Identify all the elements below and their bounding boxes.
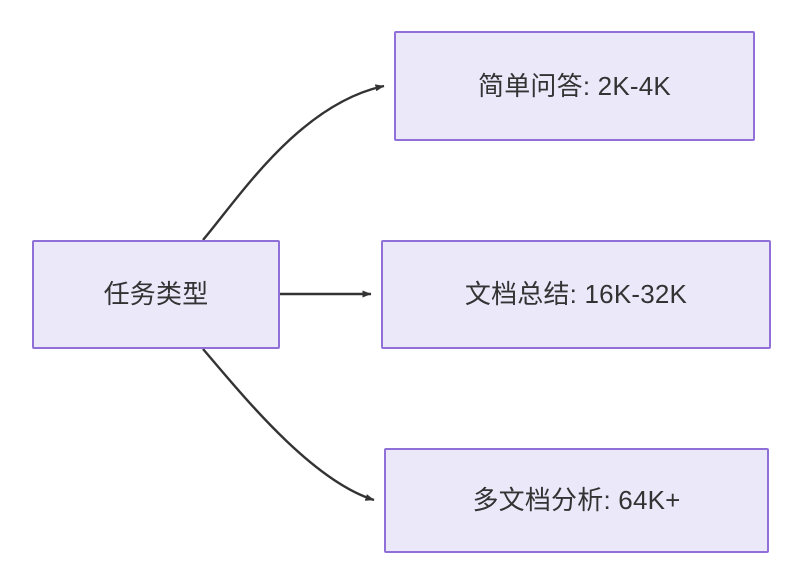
edge-root-to-simple [202,84,385,241]
node-document-summary[interactable]: 文档总结: 16K-32K [381,240,771,349]
node-label: 多文档分析: 64K+ [472,485,681,516]
node-task-type[interactable]: 任务类型 [32,240,280,349]
node-multi-document-analysis[interactable]: 多文档分析: 64K+ [384,448,769,553]
node-label: 简单问答: 2K-4K [478,70,671,101]
node-label: 文档总结: 16K-32K [464,279,688,310]
node-label: 任务类型 [103,279,209,310]
node-simple-qa[interactable]: 简单问答: 2K-4K [394,31,755,141]
edge-root-to-multi [202,348,375,502]
